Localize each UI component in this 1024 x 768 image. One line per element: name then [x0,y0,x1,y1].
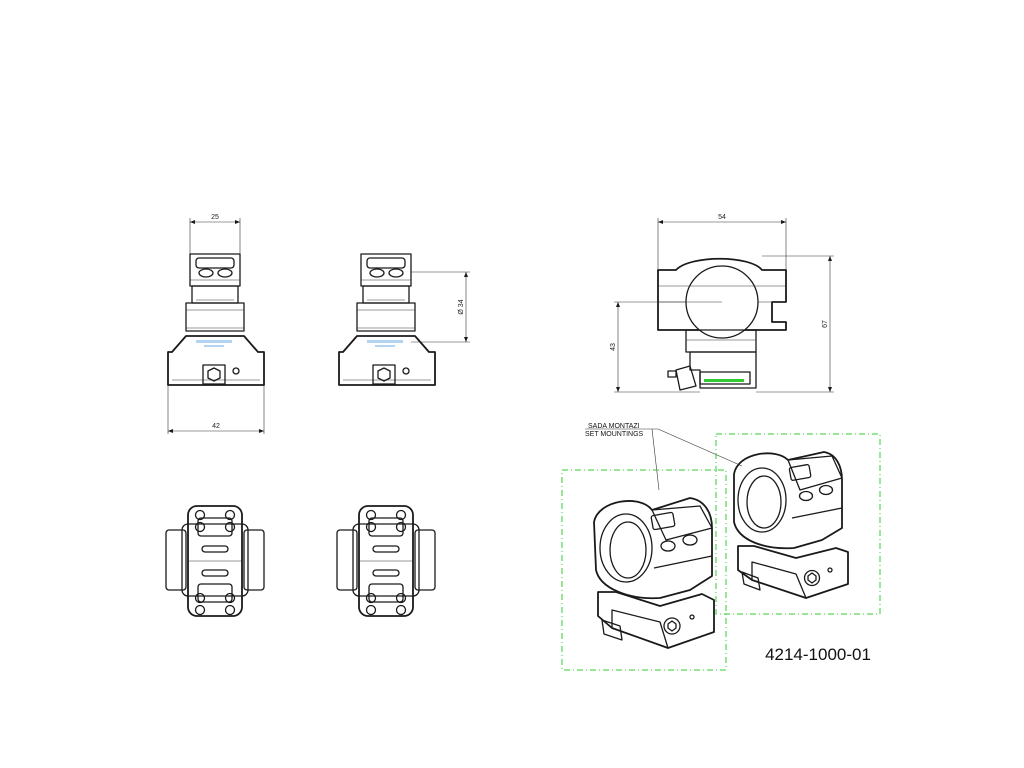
dimension-side-height-axis: 43 [610,343,617,351]
part-number: 4214-1000-01 [765,645,871,664]
isometric-mount-right [715,433,881,615]
bottom-view-right [336,505,436,617]
front-view-left: 25 42 [167,214,265,434]
dimension-side-height-total: 67 [822,320,829,328]
dimension-ring-diameter: Ø 34 [458,299,465,314]
callout-line-2: SET MOUNTINGS [585,431,644,438]
isometric-mount-left [561,469,727,671]
dimension-width-base: 42 [212,423,220,430]
front-view-right: Ø 34 [338,253,470,386]
bottom-view-left [165,505,265,617]
callout-line-1: SADA MONTAZI [588,423,640,430]
side-view: 54 67 43 [610,214,834,393]
set-mountings-callout: SADA MONTAZI SET MOUNTINGS [585,423,743,491]
dimension-width-top: 25 [211,214,219,221]
dimension-side-width: 54 [718,214,726,221]
